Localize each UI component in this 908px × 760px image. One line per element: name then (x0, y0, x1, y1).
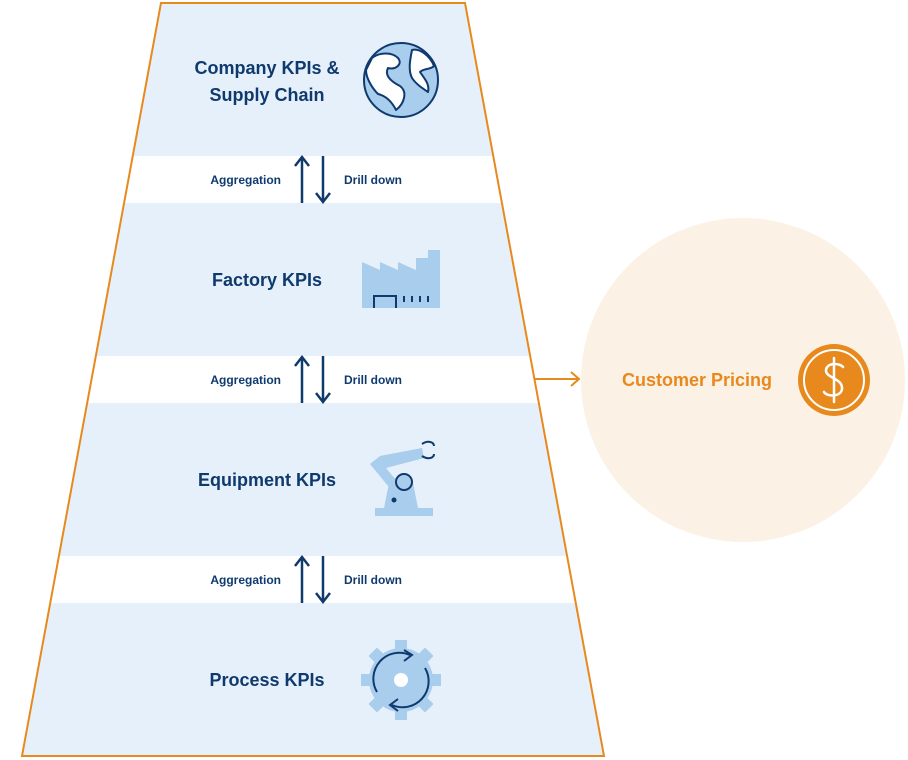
aggregation-label: Aggregation (210, 373, 281, 387)
customer-pricing-circle (581, 218, 905, 542)
funnel-outline (20, 2, 606, 757)
band-equipment (22, 403, 604, 556)
robot-arm-icon (370, 440, 435, 516)
connector-1: Aggregation Drill down (210, 154, 402, 205)
down-arrow-icon (315, 356, 331, 405)
connector-2: Aggregation Drill down (210, 354, 402, 405)
band-process (22, 603, 604, 756)
factory-icon (362, 250, 440, 308)
down-arrow-icon (315, 556, 331, 605)
level-label-company-line1: Company KPIs & (194, 58, 339, 78)
level-label-factory: Factory KPIs (212, 270, 322, 290)
output-arrow-icon (535, 371, 581, 387)
drill-down-label: Drill down (344, 573, 402, 587)
aggregation-label: Aggregation (210, 173, 281, 187)
dollar-coin-icon (798, 344, 870, 416)
level-label-equipment: Equipment KPIs (198, 470, 336, 490)
aggregation-label: Aggregation (210, 573, 281, 587)
level-label-process: Process KPIs (209, 670, 324, 690)
customer-pricing-label: Customer Pricing (622, 370, 772, 390)
up-arrow-icon (294, 154, 310, 203)
drill-down-label: Drill down (344, 173, 402, 187)
drill-down-label: Drill down (344, 373, 402, 387)
level-label-company-line2: Supply Chain (209, 85, 324, 105)
connector-3: Aggregation Drill down (210, 554, 402, 605)
up-arrow-icon (294, 554, 310, 603)
down-arrow-icon (315, 156, 331, 205)
gear-cycle-icon (361, 640, 441, 720)
globe-icon (363, 42, 439, 118)
up-arrow-icon (294, 354, 310, 403)
